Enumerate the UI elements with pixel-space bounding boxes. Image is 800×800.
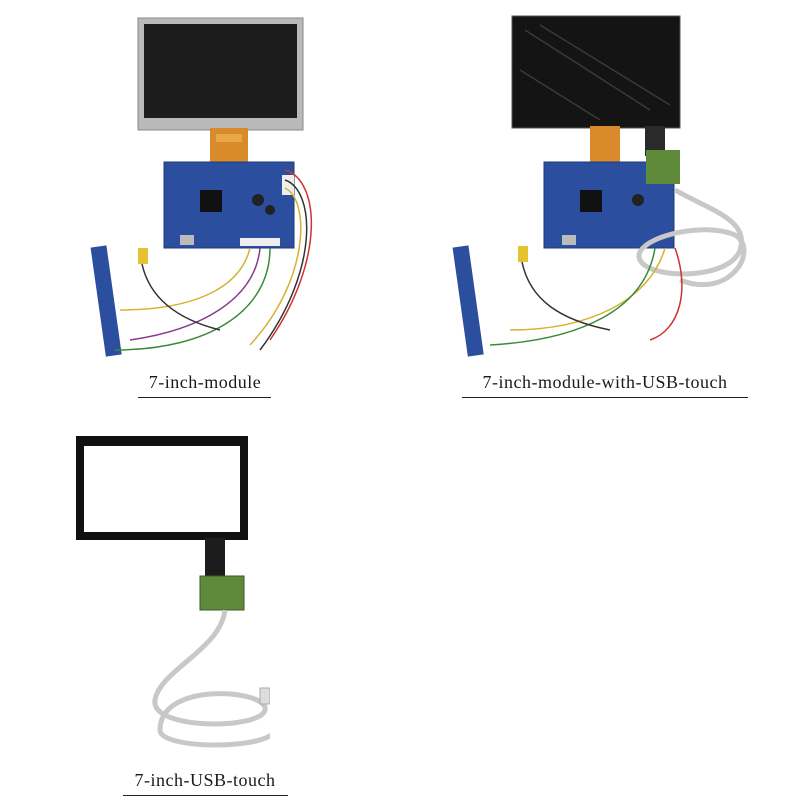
caption-underline (138, 397, 271, 398)
touch-controller (199, 575, 245, 611)
lcd-screen (144, 24, 297, 118)
caption-underline (123, 795, 288, 796)
caption-underline (462, 397, 748, 398)
usb-touch-illustration (76, 436, 270, 748)
product-image-module (70, 10, 340, 360)
module-usb-illustration (452, 15, 747, 357)
product-image-module-usb (450, 10, 770, 360)
caption-usb-touch: 7-inch-USB-touch (134, 770, 276, 790)
caption-module: 7-inch-module (148, 372, 262, 392)
touch-fpc (205, 538, 225, 578)
module-illustration (90, 17, 313, 357)
touch-controller (646, 150, 680, 184)
usb-cable (636, 187, 747, 288)
caption-module-usb: 7-inch-module-with-USB-touch (482, 372, 728, 392)
button-board (90, 245, 122, 357)
fpc-ribbon (210, 128, 248, 164)
usb-plug (259, 687, 270, 705)
button-board (452, 245, 484, 357)
driver-board (163, 161, 295, 249)
touch-lcd (511, 15, 681, 129)
product-image-usb-touch (70, 430, 270, 760)
usb-cable (152, 609, 270, 748)
